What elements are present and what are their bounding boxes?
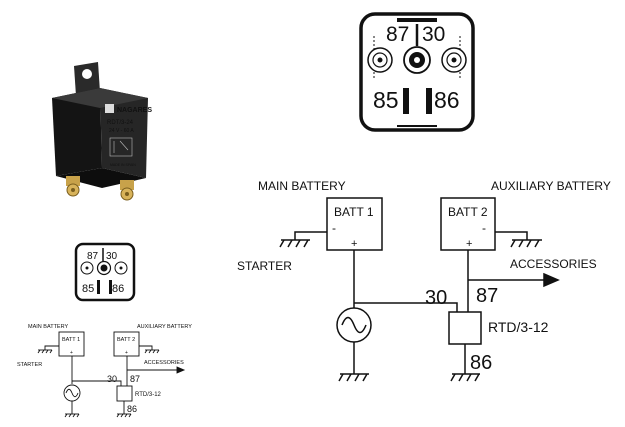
small-pin-86-label: 86 (112, 283, 124, 295)
relay-pin-30-label: 30 (425, 287, 447, 309)
wiring-diagram-small: MAIN BATTERY AUXILIARY BATTERY BATT 1 + … (17, 324, 192, 418)
small-main-battery-label: MAIN BATTERY (28, 324, 68, 330)
pin-terminal-center (403, 46, 431, 74)
relay-origin: MADE IN SPAIN (110, 163, 136, 167)
small-batt2-label: BATT 2 (117, 337, 135, 343)
batt2-plus: + (466, 238, 472, 250)
relay-label-schematic (109, 137, 133, 157)
batt1-minus: - (332, 221, 336, 235)
small-relay-name-label: RTD/3-12 (135, 392, 162, 398)
small-batt1-label: BATT 1 (62, 337, 80, 343)
brand-logo-icon (105, 104, 114, 113)
small-accessories-label: ACCESSORIES (144, 360, 184, 366)
alternator-ground-icon (338, 373, 369, 382)
small-alternator-ground-icon (64, 413, 80, 418)
terminal-right (120, 180, 134, 201)
small-starter-label: STARTER (17, 362, 42, 368)
batt2-ground-wire (495, 231, 528, 240)
batt1-label: BATT 1 (334, 205, 374, 219)
small-relay-pin-30-label: 30 (107, 374, 117, 384)
pin30-wire (354, 302, 458, 312)
small-pin30-wire (72, 380, 122, 386)
relay-model: RDT/3-24 (107, 120, 134, 126)
small-batt2-box (113, 331, 140, 357)
small-batt1-ground-icon (37, 349, 53, 354)
relay-pin-87-label: 87 (476, 285, 498, 307)
small-batt2-ground-icon (144, 349, 160, 354)
small-batt2-plus: + (125, 350, 128, 356)
terminal-left (66, 176, 80, 197)
relay-box (448, 311, 482, 345)
pin-terminal-left (367, 47, 393, 73)
starter-label: STARTER (237, 259, 292, 273)
relay-pin-86-label: 86 (470, 352, 492, 374)
auxiliary-battery-label: AUXILIARY BATTERY (491, 179, 611, 193)
pin-86-label: 86 (434, 87, 460, 113)
accessories-arrow-icon (543, 272, 560, 288)
sine-wave-icon (341, 316, 367, 334)
main-battery-label: MAIN BATTERY (258, 179, 346, 193)
pin-layout-large: 87 30 85 86 (359, 12, 475, 132)
batt1-ground-wire (294, 231, 327, 240)
batt1-plus: + (351, 238, 357, 250)
small-pin-85-label: 85 (82, 283, 94, 295)
pin-85-label: 85 (373, 87, 399, 113)
relay-photo: NAGARES RDT/3-24 24 V - 60 A MADE IN SPA… (52, 62, 152, 201)
batt2-minus: - (482, 221, 486, 235)
small-batt1-plus: + (70, 350, 73, 356)
small-batt1-ground-wire (44, 345, 59, 350)
batt2-ground-icon (510, 239, 542, 248)
small-batt2-ground-wire (139, 345, 153, 350)
small-accessories-arrow-icon (176, 366, 186, 374)
relay-name-label: RTD/3-12 (488, 319, 549, 335)
pin-layout-small: 87 30 85 86 (74, 242, 136, 302)
wiring-diagram-large: MAIN BATTERY AUXILIARY BATTERY BATT 1 - … (237, 179, 611, 382)
small-relay-ground-icon (116, 413, 132, 418)
small-pin-87-label: 87 (87, 251, 99, 262)
batt2-label: BATT 2 (448, 205, 488, 219)
small-relay-pin-87-label: 87 (130, 374, 140, 384)
small-relay-pin-86-label: 86 (127, 404, 137, 414)
small-batt1-box (58, 331, 85, 357)
small-pin-30-label: 30 (106, 251, 118, 262)
relay-rating: 24 V - 60 A (109, 128, 134, 134)
pin-30-label: 30 (422, 23, 445, 46)
relay-brand: NAGARES (117, 107, 152, 114)
pin-87-label: 87 (386, 23, 409, 46)
small-auxiliary-battery-label: AUXILIARY BATTERY (137, 324, 192, 330)
pin-85-blade (403, 88, 409, 114)
pin-86-blade (426, 88, 432, 114)
batt1-ground-icon (279, 239, 310, 248)
small-sine-wave-icon (65, 388, 79, 398)
small-relay-box (116, 385, 133, 402)
relay-ground-icon (450, 373, 480, 382)
mounting-hole-icon (82, 69, 92, 79)
accessories-label: ACCESSORIES (510, 257, 597, 271)
pin-terminal-right (441, 47, 467, 73)
